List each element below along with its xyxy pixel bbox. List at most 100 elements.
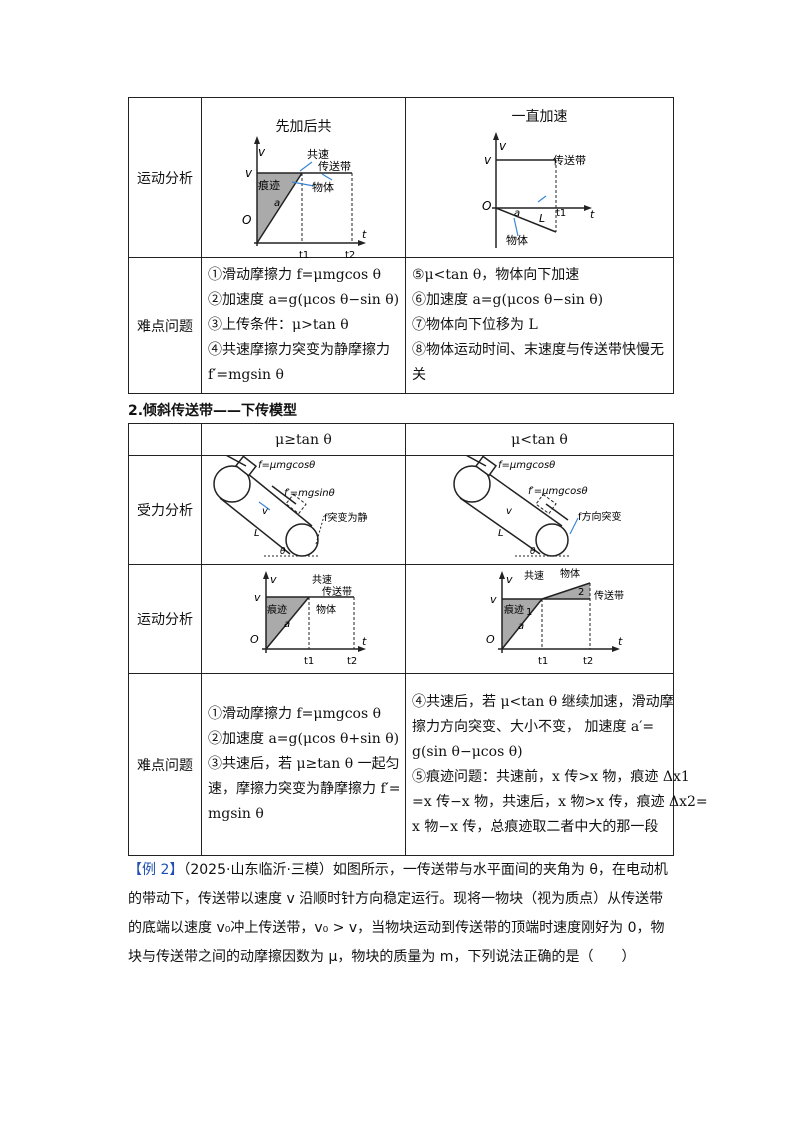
table-incline-up: 运动分析 先加后共 v v O a t1 t2 [128, 97, 674, 394]
difficulty-left-2: ①滑动摩擦力 f=μmgcos θ ②加速度 a=g(μcos θ+sin θ)… [201, 673, 406, 856]
vt-graph-right-2: v v O a t1 t2 t 共速 物体 传送带 痕迹 1 2 [486, 567, 624, 667]
vt-graph-left: v v O a t1 t2 t 共速 传送带 物体 痕迹 [242, 136, 367, 258]
svg-text:v: v [258, 145, 266, 159]
table-incline-down: μ≥tan θ μ<tan θ 受力分析 f=μmgcosθ f′=mgsinθ… [128, 423, 708, 856]
example-paragraph: 【例 2】（2025·山东临沂·三模）如图所示，一传送带与水平面间的夹角为 θ，… [128, 856, 676, 972]
svg-text:L: L [254, 528, 260, 539]
diff-line: ⑤痕迹问题：共速前，x 传>x 物，痕迹 Δx1 [412, 768, 690, 785]
svg-text:物体: 物体 [312, 180, 334, 194]
vt-graph-left-2: v v O a t1 t2 t 共速 传送带 物体 痕迹 [250, 571, 367, 667]
svg-text:f=μmgcosθ: f=μmgcosθ [498, 460, 555, 471]
force-figure-left: f=μmgcosθ f′=mgsinθ f突变为静 v L θ [201, 453, 406, 565]
svg-text:共速: 共速 [312, 574, 332, 586]
svg-text:物体: 物体 [316, 603, 336, 616]
svg-text:t2: t2 [345, 250, 355, 258]
diff-line: 关 [412, 367, 426, 383]
svg-text:t: t [362, 228, 367, 241]
svg-text:传送带: 传送带 [322, 585, 352, 598]
diff-line: x 物−x 传，总痕迹取二者中大的那一段 [412, 818, 659, 835]
svg-text:v: v [254, 591, 261, 604]
row-label-force: 受力分析 [128, 455, 202, 565]
section-title: 2.倾斜传送带——下传模型 [128, 403, 298, 419]
diff-line: 速，摩擦力突变为静摩擦力 f′= [208, 781, 401, 797]
svg-text:v: v [506, 573, 513, 586]
diff-line: ⑧物体运动时间、末速度与传送带快慢无 [412, 342, 664, 358]
svg-text:a: a [514, 208, 520, 219]
svg-text:f方向突变: f方向突变 [578, 510, 622, 523]
difficulty-right: ⑤μ<tan θ，物体向下加速 ⑥加速度 a=g(μcos θ−sin θ) ⑦… [405, 257, 674, 394]
svg-text:传送带: 传送带 [553, 153, 586, 167]
row-label-difficulty: 难点问题 [128, 257, 202, 394]
svg-text:O: O [482, 199, 491, 213]
incline-belt-right: f=μmgcosθ f′=μmgcosθ f方向突变 v L θ [452, 453, 622, 557]
difficulty-right-2: ④共速后，若 μ<tan θ 继续加速，滑动摩 擦力方向突变、大小不变， 加速度… [405, 673, 708, 856]
svg-text:2: 2 [578, 587, 584, 598]
svg-text:a: a [284, 619, 290, 630]
svg-text:f突变为静: f突变为静 [324, 511, 368, 524]
svg-text:v: v [506, 506, 513, 517]
diff-line: ①滑动摩擦力 f=μmgcos θ [208, 267, 382, 283]
svg-text:f′=mgsinθ: f′=mgsinθ [284, 488, 335, 499]
svg-text:O: O [242, 213, 251, 227]
diff-line: g(sin θ−μcos θ) [412, 743, 523, 760]
diff-line: ⑥加速度 a=g(μcos θ−sin θ) [412, 292, 604, 308]
header-mu-lt-tan: μ<tan θ [405, 423, 674, 456]
vt-graph-right: v v O a L t1 t 传送带 物体 [482, 132, 595, 248]
example-text: （2025·山东临沂·三模）如图所示，一传送带与水平面间的夹角为 θ，在电动机的… [128, 862, 668, 965]
header-mu-ge-tan: μ≥tan θ [201, 423, 406, 456]
svg-text:L: L [498, 528, 504, 539]
svg-text:痕迹: 痕迹 [504, 603, 524, 616]
diff-line: ⑦物体向下位移为 L [412, 317, 538, 333]
svg-text:f′=μmgcosθ: f′=μmgcosθ [528, 486, 588, 497]
row-label-difficulty-2: 难点问题 [128, 673, 202, 856]
svg-text:t2: t2 [583, 656, 593, 667]
svg-text:t1: t1 [556, 208, 566, 219]
svg-text:O: O [250, 633, 259, 646]
svg-text:θ: θ [280, 547, 286, 557]
header-empty [128, 423, 202, 456]
svg-text:t: t [590, 208, 595, 221]
incline-belt-left: f=μmgcosθ f′=mgsinθ f突变为静 v L θ [212, 453, 368, 557]
motion-figure-right: 一直加速 v v O a L t1 t 传送带 物体 [405, 97, 674, 258]
svg-text:共速: 共速 [307, 148, 329, 161]
diff-line: f′=mgsin θ [208, 367, 284, 383]
svg-text:θ: θ [530, 547, 536, 557]
svg-text:共速: 共速 [524, 570, 544, 582]
diff-line: ③共速后，若 μ≥tan θ 一起匀 [208, 756, 400, 772]
svg-text:O: O [486, 633, 495, 646]
diff-line: ④共速摩擦力突变为静摩擦力 [208, 342, 390, 358]
force-figure-right: f=μmgcosθ f′=μmgcosθ f方向突变 v L θ [405, 453, 674, 565]
diff-line: 擦力方向突变、大小不变， 加速度 a′= [412, 718, 655, 735]
example-tag: 【例 2】 [128, 862, 184, 878]
caption-first-accelerate: 先加后共 [275, 119, 332, 135]
svg-text:a: a [518, 621, 524, 632]
svg-text:v: v [262, 506, 269, 517]
svg-text:传送带: 传送带 [594, 589, 624, 602]
svg-text:v: v [245, 166, 253, 180]
motion-figure-left-2: v v O a t1 t2 t 共速 传送带 物体 痕迹 [201, 564, 406, 674]
diff-line: ⑤μ<tan θ，物体向下加速 [412, 267, 580, 283]
diff-line: ②加速度 a=g(μcos θ+sin θ) [208, 731, 400, 747]
svg-text:a: a [274, 198, 280, 209]
motion-figure-left: 先加后共 v v O a t1 t2 t [201, 97, 406, 258]
svg-text:v: v [490, 593, 497, 606]
diff-line: =x 传−x 物，共速后，x 物>x 传，痕迹 Δx2= [412, 793, 708, 810]
svg-text:t: t [362, 635, 367, 648]
svg-text:t1: t1 [538, 656, 548, 667]
svg-text:f=μmgcosθ: f=μmgcosθ [258, 460, 315, 471]
motion-figure-right-2: v v O a t1 t2 t 共速 物体 传送带 痕迹 1 2 [405, 564, 674, 674]
diff-line: ②加速度 a=g(μcos θ−sin θ) [208, 292, 400, 308]
difficulty-left: ①滑动摩擦力 f=μmgcos θ ②加速度 a=g(μcos θ−sin θ)… [201, 257, 406, 394]
diff-line: mgsin θ [208, 806, 264, 822]
svg-text:L: L [539, 212, 545, 225]
svg-text:物体: 物体 [560, 567, 580, 580]
svg-text:t1: t1 [304, 656, 314, 667]
svg-text:v: v [499, 139, 507, 153]
row-label-motion: 运动分析 [128, 97, 202, 258]
diff-line: ④共速后，若 μ<tan θ 继续加速，滑动摩 [412, 693, 674, 710]
diff-line: ③上传条件：μ>tan θ [208, 317, 349, 333]
row-label-motion-2: 运动分析 [128, 564, 202, 674]
svg-text:1: 1 [526, 607, 532, 618]
svg-text:传送带: 传送带 [318, 159, 351, 173]
svg-text:v: v [484, 153, 492, 167]
